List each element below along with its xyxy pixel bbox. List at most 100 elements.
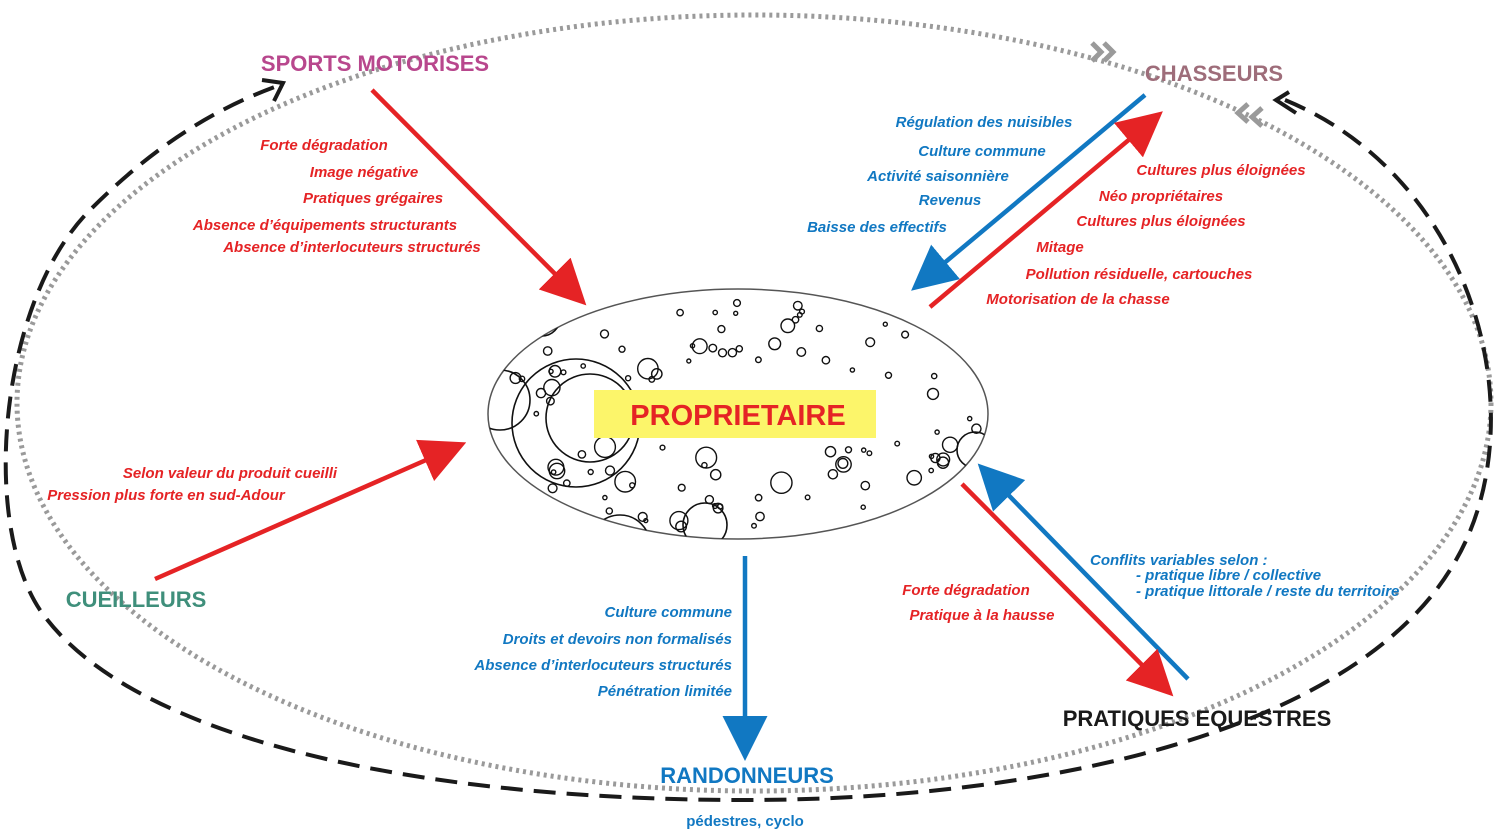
- bubble: [936, 456, 950, 470]
- bubble: [906, 469, 923, 486]
- bubble: [821, 355, 831, 365]
- bubble: [543, 378, 561, 397]
- note-chasseurs-red-0: Cultures plus éloignées: [1136, 162, 1305, 179]
- notes: Forte dégradation Image négative Pratiqu…: [47, 114, 1399, 700]
- bubble: [928, 467, 935, 474]
- bubble: [523, 299, 561, 337]
- bubble: [755, 511, 765, 522]
- note-equestres-blue-0: Conflits variables selon :: [1090, 552, 1268, 569]
- arrow-cueilleurs-to-proprietaire: [154, 439, 467, 582]
- note-chasseurs-red-5: Motorisation de la chasse: [986, 291, 1169, 308]
- bubble: [884, 371, 893, 379]
- bubble: [547, 458, 565, 476]
- note-chasseurs-red-2: Cultures plus éloignées: [1076, 213, 1245, 230]
- actor-labels: SPORTS MOTORISES CHASSEURS CUEILLEURS RA…: [66, 51, 1332, 830]
- actor-sports-motorises: SPORTS MOTORISES: [261, 51, 489, 76]
- bubble: [804, 494, 811, 501]
- bubble: [860, 480, 871, 491]
- bubble: [535, 387, 547, 399]
- bubble: [770, 471, 793, 495]
- bubble: [865, 337, 876, 348]
- bubble: [791, 315, 800, 324]
- bubble: [577, 449, 587, 459]
- note-equestres-blue-2: - pratique littorale / reste du territoi…: [1136, 583, 1399, 600]
- bubble: [650, 367, 663, 380]
- note-randonneurs-3: Pénétration limitée: [598, 683, 732, 700]
- bubble: [796, 347, 807, 358]
- center-label-box: [594, 390, 876, 438]
- bubble: [866, 450, 873, 457]
- bubble: [717, 503, 724, 510]
- actor-pratiques-equestres: PRATIQUES EQUESTRES: [1063, 706, 1332, 731]
- bubble: [941, 436, 959, 454]
- bubble: [643, 517, 649, 524]
- bubble: [604, 465, 616, 476]
- bubble: [849, 367, 856, 373]
- note-chasseurs-blue-4: Baisse des effectifs: [807, 219, 947, 236]
- note-cueilleurs-0: Selon valeur du produit cueilli: [123, 465, 338, 482]
- bubble: [717, 348, 728, 358]
- note-chasseurs-red-3: Mitage: [1036, 239, 1084, 256]
- bubble: [712, 309, 719, 316]
- bubble: [637, 511, 648, 523]
- note-chasseurs-blue-3: Revenus: [919, 192, 982, 209]
- arrow-sports-to-proprietaire: [370, 88, 587, 306]
- bubble: [562, 479, 571, 488]
- arrow-proprietaire-to-equestres: [960, 482, 1174, 697]
- bubble: [709, 468, 722, 481]
- note-chasseurs-blue-2: Activité saisonnière: [866, 168, 1009, 185]
- bubble: [860, 447, 867, 453]
- bubble: [686, 358, 692, 364]
- note-randonneurs-0: Culture commune: [604, 604, 732, 621]
- note-cueilleurs-1: Pression plus forte en sud-Adour: [47, 487, 286, 504]
- bubble: [888, 523, 922, 539]
- bubble: [704, 494, 715, 505]
- bubble: [934, 429, 940, 435]
- bubble: [835, 455, 852, 473]
- arrow-equestres-to-proprietaire: [977, 463, 1190, 681]
- bubble: [509, 371, 522, 385]
- bubble: [691, 338, 708, 355]
- bubble: [780, 318, 796, 334]
- note-sports-1: Image négative: [310, 164, 418, 181]
- bubble: [605, 507, 614, 515]
- bubble: [614, 470, 637, 493]
- bubble: [894, 440, 901, 447]
- center-node: PROPRIETAIRE: [487, 288, 989, 540]
- bubble: [754, 493, 763, 502]
- bubble: [682, 502, 728, 539]
- dotted-outer-loop: [14, 12, 1494, 794]
- bubble: [936, 452, 951, 467]
- actor-randonneurs: RANDONNEURS: [660, 763, 834, 788]
- bubble: [971, 423, 982, 435]
- bubble: [824, 445, 837, 458]
- dashed-arrowhead-left-icon: [261, 78, 287, 102]
- bubble: [882, 321, 888, 327]
- arrow-chasseurs-to-proprietaire: [911, 93, 1147, 291]
- dashed-outer-loop: [3, 83, 1493, 803]
- note-randonneurs-1: Droits et devoirs non formalisés: [503, 631, 732, 648]
- bubble: [669, 510, 689, 531]
- double-chevron-right-icon: [1090, 41, 1117, 63]
- bubble: [547, 483, 558, 494]
- bubble: [677, 483, 686, 492]
- bubble: [733, 310, 739, 316]
- actor-cueilleurs: CUEILLEURS: [66, 587, 207, 612]
- bubble: [708, 343, 718, 353]
- bubble: [827, 468, 839, 480]
- double-chevron-left-icon: [1234, 102, 1264, 128]
- note-chasseurs-blue-1: Culture commune: [918, 143, 1046, 160]
- note-equestres-red-1: Pratique à la hausse: [909, 607, 1054, 624]
- outer-cycle: [3, 12, 1494, 803]
- bubble: [735, 344, 744, 353]
- bubble: [542, 346, 553, 356]
- bubble: [695, 446, 718, 469]
- bubble: [580, 363, 587, 369]
- bubble: [676, 308, 684, 317]
- actor-randonneurs-subtitle: pédestres, cyclo: [686, 813, 804, 830]
- bubble: [930, 372, 938, 380]
- note-chasseurs-red-1: Néo propriétaires: [1099, 188, 1223, 205]
- bubble: [518, 375, 526, 383]
- note-chasseurs-red-4: Pollution résiduelle, cartouches: [1026, 266, 1253, 283]
